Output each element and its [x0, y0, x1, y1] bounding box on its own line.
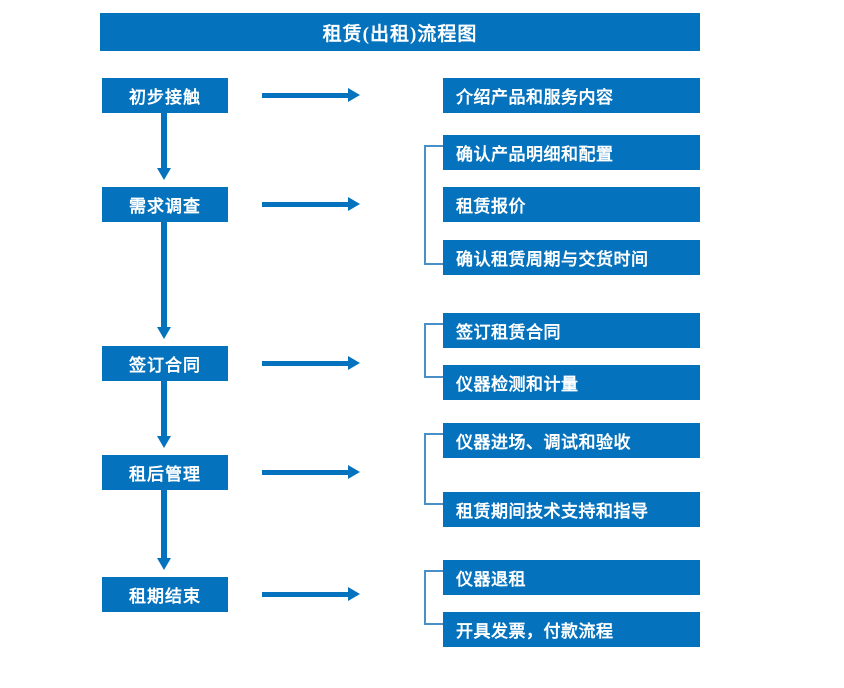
- arrow-shaft: [262, 592, 350, 597]
- arrow-head: [348, 587, 360, 601]
- arrow-shaft: [262, 202, 350, 207]
- arrow-shaft: [262, 93, 350, 98]
- stage-box[interactable]: 租后管理: [102, 455, 228, 490]
- stage-box[interactable]: 租期结束: [102, 577, 228, 612]
- arrow-shaft: [161, 113, 167, 169]
- stage-box[interactable]: 需求调查: [102, 187, 228, 222]
- right-arrow-icon: [262, 465, 360, 479]
- arrow-shaft: [161, 222, 167, 328]
- down-arrow-icon: [157, 490, 171, 570]
- page-title: 租赁(出租)流程图: [100, 13, 700, 51]
- detail-box[interactable]: 确认产品明细和配置: [443, 135, 700, 170]
- detail-box[interactable]: 介绍产品和服务内容: [443, 78, 700, 113]
- detail-box[interactable]: 租赁期间技术支持和指导: [443, 492, 700, 527]
- right-arrow-icon: [262, 356, 360, 370]
- arrow-shaft: [161, 381, 167, 437]
- down-arrow-icon: [157, 113, 171, 180]
- detail-box[interactable]: 仪器退租: [443, 560, 700, 595]
- right-arrow-icon: [262, 88, 360, 102]
- stage-box[interactable]: 签订合同: [102, 346, 228, 381]
- arrow-head: [157, 327, 171, 339]
- arrow-head: [348, 465, 360, 479]
- right-arrow-icon: [262, 587, 360, 601]
- arrow-head: [348, 356, 360, 370]
- group-bracket: [424, 323, 443, 378]
- arrow-shaft: [161, 490, 167, 559]
- group-bracket: [424, 433, 443, 505]
- arrow-head: [157, 436, 171, 448]
- detail-box[interactable]: 仪器检测和计量: [443, 365, 700, 400]
- arrow-shaft: [262, 361, 350, 366]
- arrow-head: [348, 88, 360, 102]
- detail-box[interactable]: 确认租赁周期与交货时间: [443, 240, 700, 275]
- right-arrow-icon: [262, 197, 360, 211]
- detail-box[interactable]: 开具发票，付款流程: [443, 612, 700, 647]
- group-bracket: [424, 570, 443, 625]
- arrow-head: [157, 558, 171, 570]
- arrow-head: [348, 197, 360, 211]
- arrow-shaft: [262, 470, 350, 475]
- detail-box[interactable]: 租赁报价: [443, 187, 700, 222]
- down-arrow-icon: [157, 381, 171, 448]
- stage-box[interactable]: 初步接触: [102, 78, 228, 113]
- detail-box[interactable]: 仪器进场、调试和验收: [443, 423, 700, 458]
- detail-box[interactable]: 签订租赁合同: [443, 313, 700, 348]
- group-bracket: [424, 145, 443, 265]
- down-arrow-icon: [157, 222, 171, 339]
- arrow-head: [157, 168, 171, 180]
